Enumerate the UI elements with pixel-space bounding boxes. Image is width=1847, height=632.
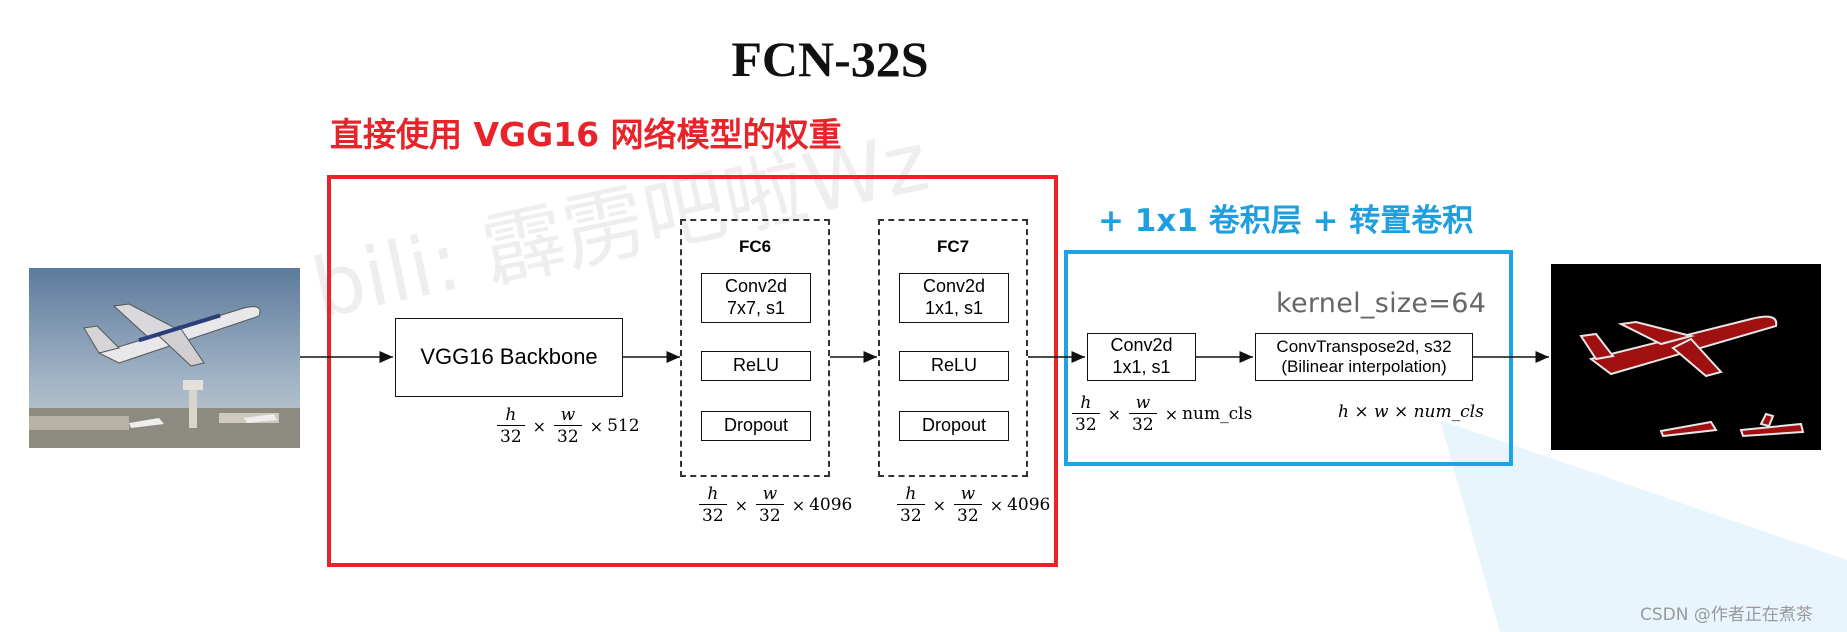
fc6-title: FC6: [738, 237, 772, 256]
csdn-watermark: CSDN @作者正在煮茶: [1640, 605, 1813, 625]
fc6-group: FC6: [680, 219, 830, 477]
fc6-conv-block: Conv2d 7x7, s1: [701, 273, 811, 323]
dim-den: 32: [554, 425, 582, 447]
decorative-shape: [1440, 420, 1847, 632]
fc6-conv-line2: 7x7, s1: [726, 298, 786, 318]
dim-den: 32: [699, 504, 727, 526]
times-symbol: ×: [734, 495, 749, 515]
output-dim-text: h × w × num_cls: [1338, 402, 1484, 422]
fc7-conv-block: Conv2d 1x1, s1: [899, 273, 1009, 323]
conv-transpose-block: ConvTranspose2d, s32 (Bilinear interpola…: [1255, 333, 1473, 381]
conv-transpose-output-dim: h × w × num_cls: [1338, 402, 1484, 422]
page-title: FCN-32S: [731, 31, 929, 87]
fc7-title: FC7: [936, 237, 970, 256]
times-symbol: ×: [589, 416, 604, 436]
fc7-relu-block: ReLU: [899, 351, 1009, 381]
conv-transpose-line2: (Bilinear interpolation): [1281, 357, 1447, 376]
fc6-relu-label: ReLU: [732, 355, 780, 376]
times-symbol: ×: [1164, 404, 1179, 424]
fc6-dropout-label: Dropout: [723, 415, 789, 436]
conv-transpose-line1: ConvTranspose2d, s32: [1276, 336, 1452, 356]
kernel-size-label: kernel_size=64: [1276, 288, 1487, 319]
dim-den: 32: [1072, 413, 1100, 435]
input-image: [29, 268, 300, 448]
dim-w: w: [1135, 393, 1151, 413]
conv1x1-line1: Conv2d: [1110, 335, 1173, 356]
dim-h: h: [905, 484, 917, 504]
conv1x1-block: Conv2d 1x1, s1: [1087, 333, 1196, 381]
dim-channels: num_cls: [1182, 404, 1253, 424]
added-layers-label: + 1x1 卷积层 + 转置卷积: [1098, 203, 1474, 239]
fc6-dropout-block: Dropout: [701, 411, 811, 441]
conv1x1-line2: 1x1, s1: [1112, 357, 1171, 377]
times-symbol: ×: [932, 495, 947, 515]
dim-channels: 512: [607, 416, 640, 436]
dim-w: w: [560, 405, 576, 425]
times-symbol: ×: [791, 495, 806, 515]
times-symbol: ×: [1107, 404, 1122, 424]
pretrained-weights-label: 直接使用 VGG16 网络模型的权重: [330, 115, 842, 154]
dim-den: 32: [1129, 413, 1157, 435]
dim-channels: 4096: [809, 495, 853, 515]
added-region-frame: [1064, 250, 1513, 466]
fc7-conv-line2: 1x1, s1: [924, 298, 984, 318]
times-symbol: ×: [532, 416, 547, 436]
dim-h: h: [1080, 393, 1092, 413]
fc7-conv-line1: Conv2d: [922, 276, 986, 297]
dim-den: 32: [756, 504, 784, 526]
vgg16-backbone-block: VGG16 Backbone: [395, 318, 623, 397]
vgg16-backbone-label: VGG16 Backbone: [420, 344, 598, 370]
dim-w: w: [762, 484, 778, 504]
fc7-dropout-label: Dropout: [921, 415, 987, 436]
output-segmentation-mask: [1551, 264, 1821, 450]
pretrained-region-frame: [327, 175, 1058, 567]
dim-den: 32: [897, 504, 925, 526]
fc7-group: FC7: [878, 219, 1028, 477]
dim-den: 32: [954, 504, 982, 526]
fc7-relu-label: ReLU: [930, 355, 978, 376]
dim-h: h: [707, 484, 719, 504]
dim-w: w: [960, 484, 976, 504]
dim-h: h: [505, 405, 517, 425]
times-symbol: ×: [989, 495, 1004, 515]
fc6-relu-block: ReLU: [701, 351, 811, 381]
dim-den: 32: [497, 425, 525, 447]
fc7-dropout-block: Dropout: [899, 411, 1009, 441]
fc6-conv-line1: Conv2d: [724, 276, 788, 297]
dim-channels: 4096: [1007, 495, 1051, 515]
